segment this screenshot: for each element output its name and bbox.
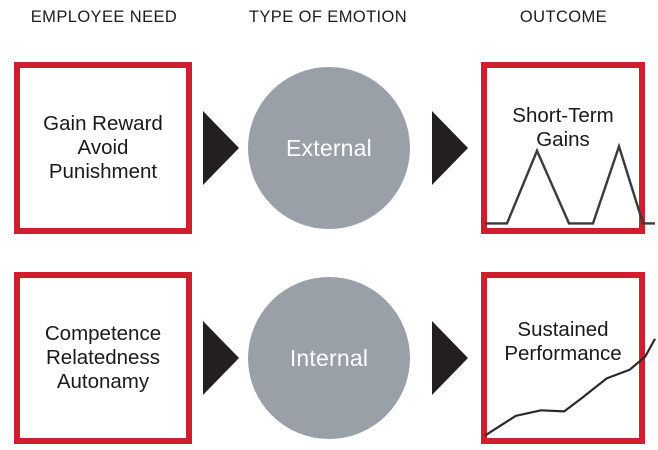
chart-sustained-performance: [485, 330, 655, 440]
employee-need-text-row-2: Competence Relatedness Autonamy: [41, 322, 165, 395]
emotion-circle-external: External: [248, 67, 410, 229]
need-line: Relatedness: [46, 345, 160, 369]
emotion-circle-label-external: External: [286, 134, 372, 161]
column-header-employee-need: EMPLOYEE NEED: [30, 8, 178, 26]
need-line: Avoid: [77, 135, 129, 159]
outcome-line: Performance: [504, 342, 622, 366]
need-line: Autonamy: [56, 370, 150, 394]
employee-need-box-row-1: Gain Reward Avoid Punishment: [14, 62, 192, 234]
employee-need-box-row-2: Competence Relatedness Autonamy: [14, 272, 192, 444]
arrow-need-to-emotion-row-1: [203, 111, 239, 185]
outcome-box-row-1: Short-Term Gains: [481, 62, 645, 234]
arrow-emotion-to-outcome-row-2: [432, 321, 468, 395]
outcome-line: Gains: [536, 128, 590, 152]
emotion-circle-internal: Internal: [248, 277, 410, 439]
arrow-need-to-emotion-row-2: [203, 321, 239, 395]
chart-line-short-term-gains: [485, 146, 655, 223]
need-line: Gain Reward: [43, 111, 163, 135]
employee-need-text-row-1: Gain Reward Avoid Punishment: [39, 112, 167, 185]
outcome-inner-row-2: Sustained Performance: [487, 278, 639, 438]
outcome-label-sustained-performance: Sustained Performance: [487, 318, 639, 366]
column-header-type-of-emotion: TYPE OF EMOTION: [248, 8, 408, 26]
outcome-inner-row-1: Short-Term Gains: [487, 68, 639, 228]
column-header-outcome: OUTCOME: [519, 8, 608, 26]
outcome-line: Short-Term: [512, 104, 614, 127]
arrow-emotion-to-outcome-row-1: [432, 111, 468, 185]
chart-short-term-gains: [485, 120, 655, 230]
outcome-box-row-2: Sustained Performance: [481, 272, 645, 444]
chart-line-sustained-performance: [485, 339, 655, 436]
outcome-line: Sustained: [517, 318, 609, 341]
emotion-circle-label-internal: Internal: [289, 344, 369, 371]
outcome-label-short-term-gains: Short-Term Gains: [487, 104, 639, 152]
need-line: Punishment: [48, 160, 158, 184]
need-line: Competence: [44, 321, 162, 345]
